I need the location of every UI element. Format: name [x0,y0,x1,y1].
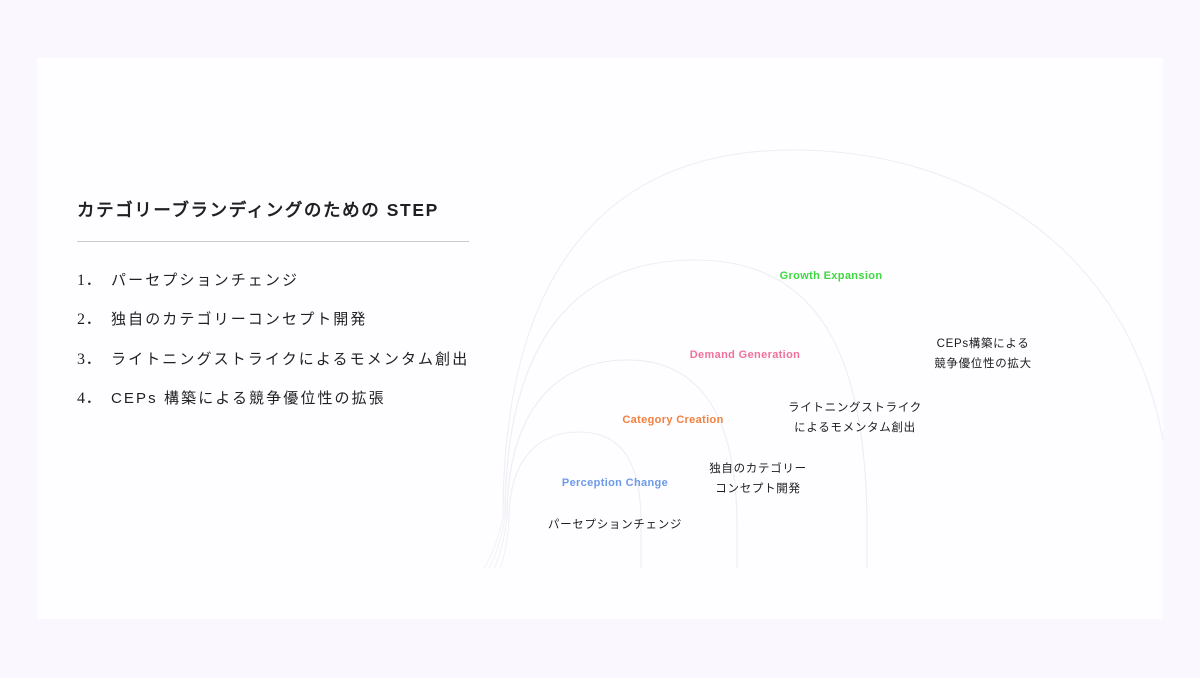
title-divider [77,240,469,242]
step-number: 2． [77,311,103,328]
arc-diagram: Perception Change パーセプションチェンジ Category C… [427,98,1163,568]
step-text: CEPs 構築による競争優位性の拡張 [111,390,386,407]
arc-path-demand-generation [504,259,868,568]
arc-path-category-creation [506,359,738,568]
arc-description-line: によるモメンタム創出 [794,422,916,435]
list-item: 2． 独自のカテゴリーコンセプト開発 [77,305,477,332]
page-title: カテゴリーブランディングのための STEP [77,200,439,220]
step-text: ライトニングストライクによるモメンタム創出 [111,350,470,368]
list-item: 3． ライトニングストライクによるモメンタム創出 [77,345,477,372]
arc-path-growth-expansion [502,149,1163,519]
arc-path-perception-change [508,431,642,568]
arc-description-growth-expansion: CEPs構築による 競争優位性の拡大 [934,334,1032,374]
arc-stage-label-growth-expansion: Growth Expansion [779,270,883,282]
arc-tail-1 [499,519,510,568]
step-text: 独自のカテゴリーコンセプト開発 [111,311,368,328]
arc-tail-2 [493,517,508,568]
arc-stage-label-perception-change: Perception Change [561,477,669,489]
text-panel: カテゴリーブランディングのための STEP 1． パーセプションチェンジ 2． … [77,198,477,424]
step-number: 4． [77,390,103,407]
arc-description-line: 競争優位性の拡大 [934,358,1032,371]
arc-description-demand-generation: ライトニングストライク によるモメンタム創出 [788,398,922,438]
arc-stage-label-demand-generation: Demand Generation [689,349,801,361]
arc-description-line: コンセプト開発 [715,483,801,496]
arc-tail-3 [488,517,506,568]
slide-card: カテゴリーブランディングのための STEP 1． パーセプションチェンジ 2． … [37,58,1163,619]
arc-description-line: CEPs構築による [936,338,1030,350]
arc-stage-label-category-creation: Category Creation [622,414,724,426]
step-number: 1． [77,271,103,289]
step-text: パーセプションチェンジ [111,271,300,289]
arc-description-perception-change: パーセプションチェンジ [548,515,682,535]
step-number: 3． [77,350,103,368]
arc-description-category-creation: 独自のカテゴリー コンセプト開発 [709,459,807,499]
arc-tail-4 [483,517,504,568]
list-item: 1． パーセプションチェンジ [77,266,477,293]
arc-description-line: パーセプションチェンジ [547,519,683,531]
arc-lines-svg [483,149,1163,568]
arc-description-line: 独自のカテゴリー [709,463,807,475]
arc-description-line: ライトニングストライク [788,402,922,414]
step-list: 1． パーセプションチェンジ 2． 独自のカテゴリーコンセプト開発 3． ライト… [77,266,477,411]
list-item: 4． CEPs 構築による競争優位性の拡張 [77,384,477,411]
